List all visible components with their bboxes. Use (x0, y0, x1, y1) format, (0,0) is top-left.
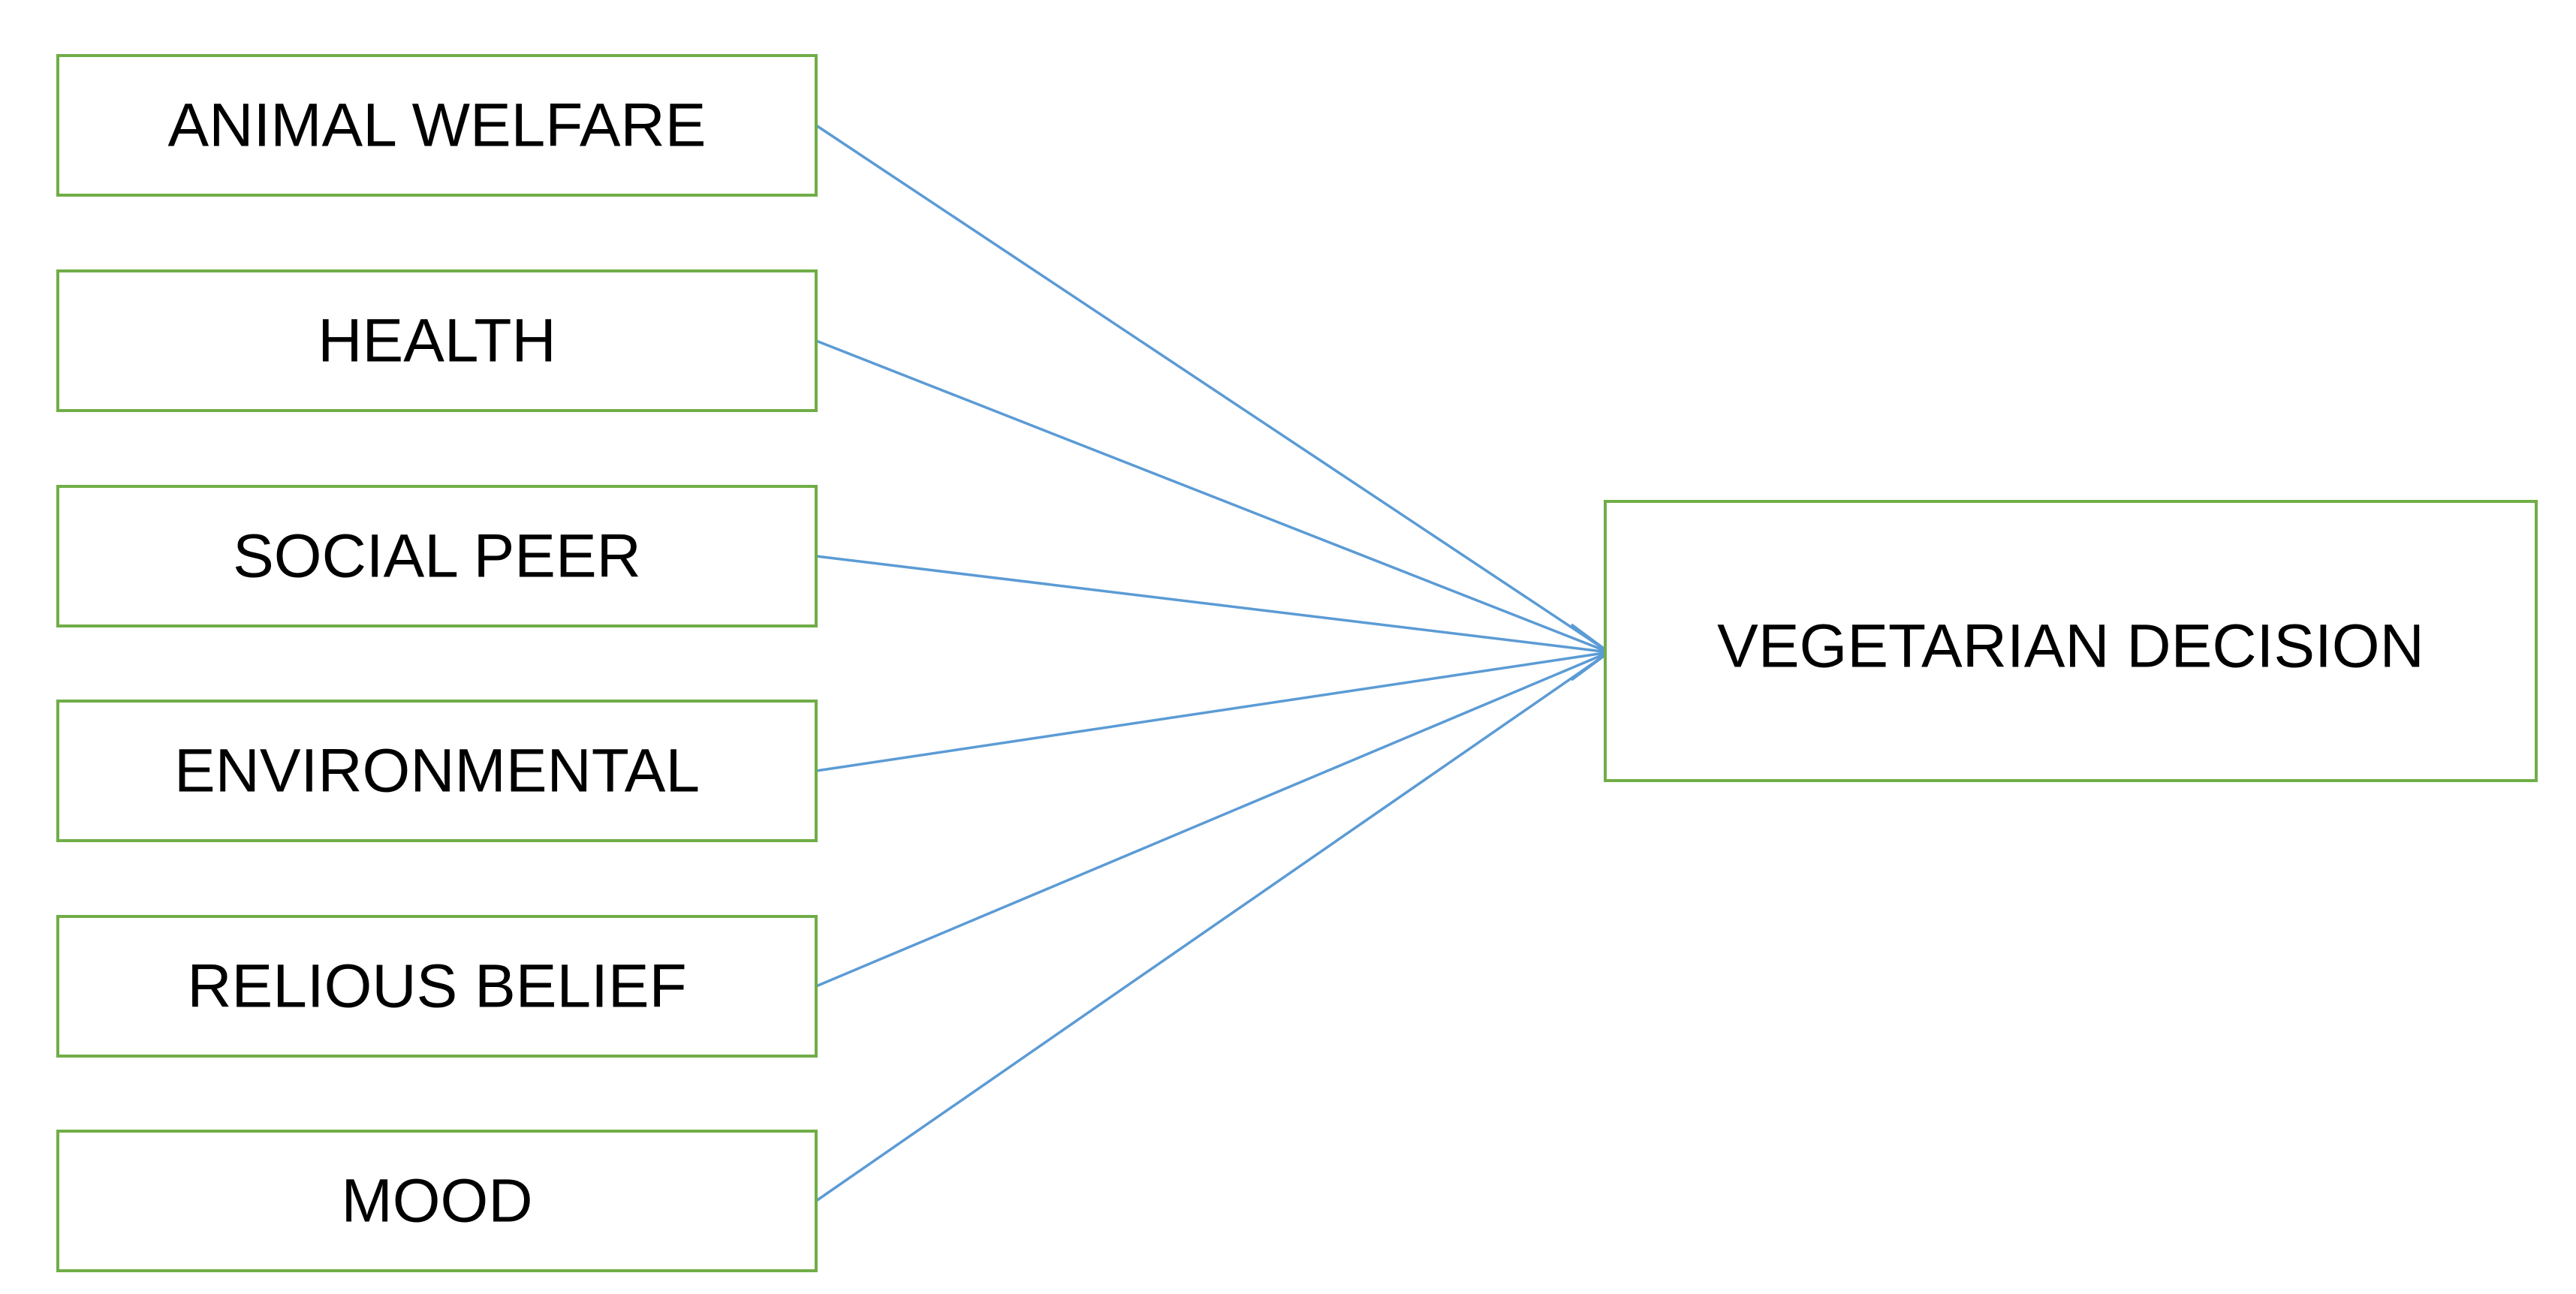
source-label: SOCIAL PEER (233, 522, 641, 591)
source-box (56, 54, 818, 197)
source-box (56, 485, 818, 627)
source-box (56, 1130, 818, 1272)
arrow-social-peer (815, 555, 1610, 654)
source-label: RELIOUS BELIEF (187, 952, 686, 1021)
source-node-health: HEALTH (56, 269, 818, 412)
target-node-vegetarian-decision: VEGETARIAN DECISION (1604, 500, 2538, 782)
source-label: MOOD (341, 1167, 532, 1235)
source-label: ANIMAL WELFARE (168, 92, 707, 160)
source-box (56, 915, 818, 1058)
source-node-social-peer: SOCIAL PEER (56, 485, 818, 627)
arrow-animal-welfare (815, 124, 1610, 654)
target-box (1604, 500, 2538, 782)
source-node-environmental: ENVIRONMENTAL (56, 700, 818, 842)
arrow-health (815, 339, 1610, 654)
source-box (56, 700, 818, 842)
target-label: VEGETARIAN DECISION (1717, 612, 2424, 681)
edges-layer (815, 124, 1611, 1202)
arrow-environmental (815, 651, 1610, 772)
source-node-mood: MOOD (56, 1130, 818, 1272)
source-node-animal-welfare: ANIMAL WELFARE (56, 54, 818, 197)
source-node-relious-belief: RELIOUS BELIEF (56, 915, 818, 1058)
source-label: HEALTH (318, 307, 556, 375)
source-label: ENVIRONMENTAL (174, 737, 700, 805)
source-box (56, 269, 818, 412)
arrow-relious-belief (815, 651, 1610, 988)
arrow-mood (815, 651, 1610, 1202)
